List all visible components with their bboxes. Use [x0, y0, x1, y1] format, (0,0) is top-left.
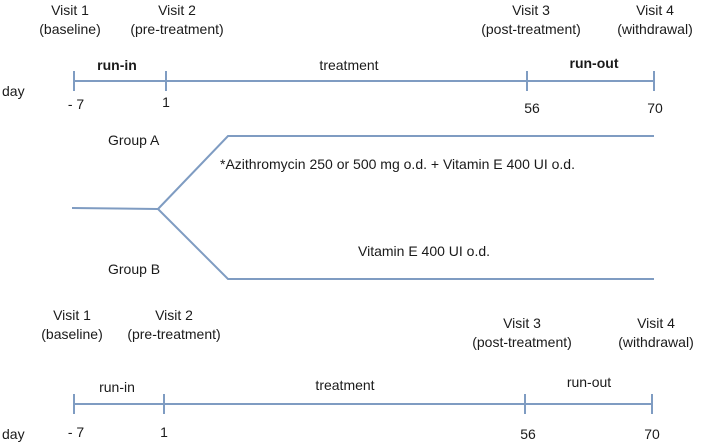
bottom-phase-run-in: run-in	[99, 379, 135, 395]
top-visit-2-desc: (pre-treatment)	[130, 21, 224, 37]
bottom-timeline-axis	[73, 394, 653, 414]
top-visit-4-name: Visit 4	[636, 2, 674, 18]
bottom-visit-4-name: Visit 4	[637, 315, 675, 331]
group-a-label: Group A	[108, 132, 160, 148]
top-phase-treatment: treatment	[319, 57, 379, 73]
top-phase-run-in: run-in	[97, 57, 137, 73]
group-b-label: Group B	[108, 261, 161, 277]
bottom-visit-2-name: Visit 2	[155, 307, 193, 323]
top-phase-run-out: run-out	[569, 55, 619, 71]
bottom-visit-3-desc: (post-treatment)	[472, 334, 572, 350]
top-day-70: 70	[647, 100, 663, 116]
top-day-56: 56	[524, 100, 540, 116]
bottom-day-label: day	[2, 426, 25, 442]
top-day-minus7: - 7	[67, 96, 85, 112]
group-a-branch	[157, 135, 654, 210]
group-b-regimen: Vitamin E 400 UI o.d.	[358, 243, 491, 259]
top-day-label: day	[2, 83, 25, 99]
top-visit-3-name: Visit 3	[512, 2, 550, 18]
top-visit-4-desc: (withdrawal)	[617, 21, 693, 37]
top-timeline-axis	[73, 71, 655, 91]
top-day-1: 1	[162, 94, 170, 110]
top-visit-1-name: Visit 1	[51, 2, 89, 18]
bottom-visit-4-desc: (withdrawal)	[618, 334, 694, 350]
bottom-day-1: 1	[160, 424, 168, 440]
group-a-regimen: *Azithromycin 250 or 500 mg o.d. + Vitam…	[220, 156, 575, 172]
top-visit-1-desc: (baseline)	[39, 21, 101, 37]
top-visit-3-desc: (post-treatment)	[481, 21, 581, 37]
group-b-branch	[157, 208, 654, 280]
bottom-visit-2-desc: (pre-treatment)	[127, 326, 221, 342]
stem-line	[71, 207, 159, 210]
bottom-day-70: 70	[644, 426, 660, 442]
top-visit-2-name: Visit 2	[158, 2, 196, 18]
bottom-day-56: 56	[520, 426, 536, 442]
group-branches	[71, 135, 654, 280]
bottom-visit-1-name: Visit 1	[53, 307, 91, 323]
bottom-visit-1-desc: (baseline)	[41, 326, 103, 342]
bottom-phase-treatment: treatment	[315, 377, 375, 393]
bottom-phase-run-out: run-out	[566, 374, 612, 390]
bottom-visit-3-name: Visit 3	[503, 315, 541, 331]
bottom-day-minus7: - 7	[67, 424, 85, 440]
